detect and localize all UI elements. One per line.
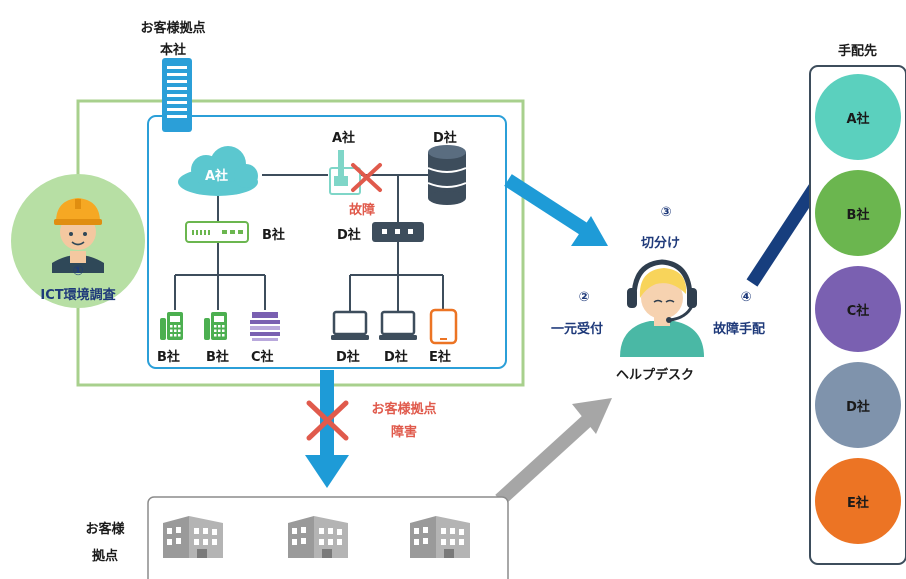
site-failure-arrow xyxy=(305,370,349,488)
hq-building-icon xyxy=(162,58,192,132)
site-failure-label: お客様拠点 障害 xyxy=(371,402,437,440)
cloud-icon xyxy=(178,146,258,196)
device-label: D社 xyxy=(384,350,408,365)
d-laptop-icon-2 xyxy=(377,310,419,342)
d-hub-label: D社 xyxy=(337,228,361,243)
network-wires xyxy=(174,174,444,312)
vendor-b-circle: B社 xyxy=(815,170,901,256)
device-label: B社 xyxy=(206,350,229,365)
step3-label: 切分け xyxy=(641,236,681,251)
vendor-panel-title: 手配先 xyxy=(838,44,878,59)
report-arrow xyxy=(495,398,612,506)
vendor-d-circle: D社 xyxy=(815,362,901,448)
device-label: E社 xyxy=(429,350,451,365)
site-building-icon-3 xyxy=(410,516,470,558)
d-hub-icon xyxy=(372,222,424,242)
b-switch-icon xyxy=(185,221,249,243)
step4-number: ④ xyxy=(740,290,752,305)
site-building-icon-1 xyxy=(163,516,223,558)
hq-title: お客様拠点 本社 xyxy=(140,21,206,58)
helpdesk-operator-icon xyxy=(620,259,704,357)
site-building-icon-2 xyxy=(288,516,348,558)
worker-icon xyxy=(11,174,145,308)
d-laptop-icon-1 xyxy=(329,310,371,342)
c-fax-icon xyxy=(250,312,280,341)
customer-sites-label: お客様 拠点 xyxy=(85,522,125,564)
step4-label: 故障手配 xyxy=(713,322,766,337)
step3-number: ③ xyxy=(660,205,672,220)
step2-label: 一元受付 xyxy=(551,322,604,337)
vendor-c-circle: C社 xyxy=(815,266,901,352)
database-server-icon xyxy=(427,145,467,205)
server-label: D社 xyxy=(433,131,457,146)
helpdesk-label: ヘルプデスク xyxy=(616,368,695,383)
vendor-e-circle: E社 xyxy=(815,458,901,544)
device-label: D社 xyxy=(336,350,360,365)
vendor-a-circle: A社 xyxy=(815,74,901,160)
step2-number: ② xyxy=(578,290,590,305)
router-label: A社 xyxy=(332,131,356,146)
failure-label: 故障 xyxy=(349,203,376,218)
cloud-label: A社 xyxy=(205,169,229,184)
failure-x-icon xyxy=(351,163,382,192)
b-switch-label: B社 xyxy=(262,228,285,243)
site-failure-x-icon xyxy=(306,400,349,441)
e-tablet-icon xyxy=(429,308,458,345)
escalation-arrow xyxy=(504,174,608,246)
step1-number: ① xyxy=(72,264,84,279)
device-label: B社 xyxy=(157,350,180,365)
device-label: C社 xyxy=(251,350,274,365)
step1-label: ICT環境調査 xyxy=(40,288,116,303)
